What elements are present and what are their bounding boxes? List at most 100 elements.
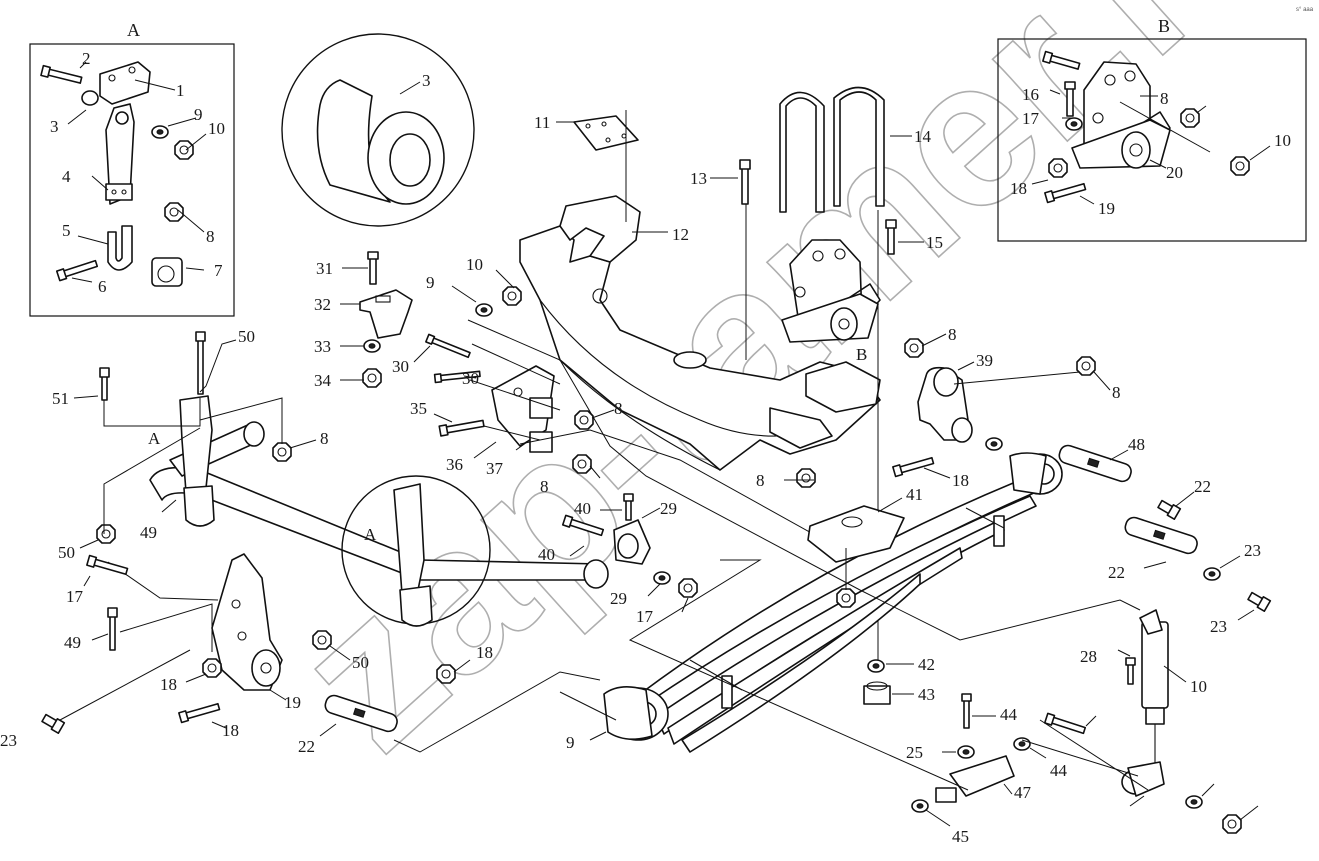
front-bracket-48: 49 18 50 18 18 19 <box>59 553 493 740</box>
label-38: 40 <box>538 545 555 564</box>
label-18-c: 18 <box>476 643 493 662</box>
label-8-d: 8 <box>614 399 623 418</box>
label-51: 49 <box>140 523 157 542</box>
inset-b-label-20: 20 <box>1166 163 1183 182</box>
label-45: 47 <box>1014 783 1032 802</box>
label-28-b: 28 <box>1080 647 1097 666</box>
label-8-f: 8 <box>320 429 329 448</box>
label-37: 37 <box>486 459 504 478</box>
inset-a-label-4: 4 <box>62 167 71 186</box>
label-35: 35 <box>410 399 427 418</box>
inset-b-label-19: 19 <box>1098 199 1115 218</box>
label-28-a: 40 <box>574 499 591 518</box>
label-8-a: 8 <box>948 325 957 344</box>
label-41: 42 <box>918 655 935 674</box>
inset-a-label-9: 9 <box>194 105 203 124</box>
front-pin: 22 23 <box>0 671 601 756</box>
stabilizer-bar: 50 51 A 49 A <box>52 327 609 627</box>
label-32: 32 <box>314 295 331 314</box>
inset-a: A 1 2 3 4 5 6 7 8 9 10 <box>29 20 235 317</box>
inset-a-label-8: 8 <box>206 227 215 246</box>
label-42: 43 <box>918 685 935 704</box>
label-23-c: 23 <box>0 731 17 750</box>
bracket-b: B <box>781 239 881 364</box>
label-30-a: 30 <box>392 357 409 376</box>
label-44-b: 45 <box>952 827 969 846</box>
label-34: 34 <box>314 371 332 390</box>
side-bracket-36: 30 30 35 36 37 <box>392 333 900 561</box>
label-43: 44 <box>1000 705 1018 724</box>
inset-b-title: B <box>1158 16 1170 36</box>
u-bolts: 13 14 15 <box>690 86 943 660</box>
label-18-a: 18 <box>160 675 177 694</box>
label-47: 9 <box>566 733 575 752</box>
label-8-h: 50 <box>352 653 369 672</box>
inset-b-label-8: 8 <box>1160 89 1169 108</box>
bump-stop: 31 32 33 34 <box>314 251 413 390</box>
label-17: 49 <box>64 633 81 652</box>
label-9-main: 9 <box>426 273 435 292</box>
clamp-39: 40 29 40 29 17 <box>538 493 698 626</box>
label-13: 13 <box>690 169 707 188</box>
inset-a-label-2: 2 <box>82 49 91 68</box>
lower-link: 44 25 44 47 45 <box>628 559 1139 846</box>
label-22-c: 22 <box>298 737 315 756</box>
label-30-b: 30 <box>462 369 479 388</box>
pins-22: 48 22 22 23 23 <box>1058 435 1272 636</box>
inset-b-label-17: 17 <box>1022 109 1040 128</box>
inset-a-label-10: 10 <box>208 119 225 138</box>
label-23-a: 22 <box>1194 477 1211 496</box>
inset-a-label-5: 5 <box>62 221 71 240</box>
label-24: 23 <box>1244 541 1261 560</box>
inset-b: B 16 17 8 10 18 19 20 <box>997 16 1307 242</box>
label-8-e: 8 <box>540 477 549 496</box>
view-marker-a: A <box>148 429 161 448</box>
shock-absorber: 10 28 <box>1039 609 1259 834</box>
label-8-b: 8 <box>1112 383 1121 402</box>
corner-mark: s° aaa <box>1296 7 1314 13</box>
label-44-a: 44 <box>1050 761 1068 780</box>
inset-b-label-16: 16 <box>1022 85 1039 104</box>
shackle-21: 39 18 <box>892 351 1081 490</box>
spacer-29: 41 <box>807 485 923 608</box>
inset-a-label-7: 7 <box>214 261 223 280</box>
label-36: 36 <box>446 455 463 474</box>
label-50-a: 50 <box>238 327 255 346</box>
label-19-b: 18 <box>222 721 239 740</box>
label-18-b: 17 <box>636 607 654 626</box>
leaf-spring: 9 <box>566 452 1063 753</box>
label-8-g: 50 <box>58 543 75 562</box>
label-19-a: 18 <box>952 471 969 490</box>
label-15: 15 <box>926 233 943 252</box>
inset-b-label-10: 10 <box>1274 131 1291 150</box>
label-23-b: 23 <box>1210 617 1227 636</box>
inset-a-label-3: 3 <box>50 117 59 136</box>
bolt-49 <box>86 554 129 576</box>
label-33: 33 <box>314 337 331 356</box>
detail-3-label: 3 <box>422 71 431 90</box>
detail-3-callout: 3 <box>281 33 475 227</box>
label-22-a: 48 <box>1128 435 1145 454</box>
label-12: 12 <box>672 225 689 244</box>
inset-b-label-18: 18 <box>1010 179 1027 198</box>
label-31: 31 <box>316 259 333 278</box>
label-49: 17 <box>66 587 84 606</box>
label-21: 39 <box>976 351 993 370</box>
label-29: 41 <box>906 485 923 504</box>
label-10-main: 10 <box>466 255 483 274</box>
label-50-b: 51 <box>52 389 69 408</box>
detail-a-label: A <box>364 525 377 544</box>
label-11: 11 <box>534 113 550 132</box>
main-frame: 11 12 <box>519 110 881 471</box>
label-39: 29 <box>660 499 677 518</box>
inset-a-label-1: 1 <box>176 81 185 100</box>
label-22-b: 22 <box>1108 563 1125 582</box>
label-25: 10 <box>1190 677 1207 696</box>
label-40: 29 <box>610 589 627 608</box>
view-marker-b: B <box>856 345 867 364</box>
inset-a-title: A <box>127 20 140 40</box>
label-46: 25 <box>906 743 923 762</box>
inset-a-label-6: 6 <box>98 277 107 296</box>
label-48: 19 <box>284 693 301 712</box>
